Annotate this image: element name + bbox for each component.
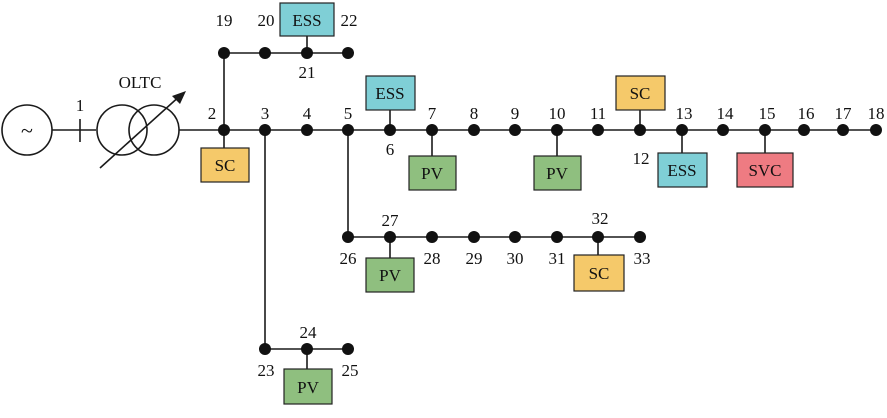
bus-8-node — [468, 124, 480, 136]
bus-21-node — [301, 47, 313, 59]
bus-27-node — [384, 231, 396, 243]
oltc-label: OLTC — [119, 73, 162, 92]
device-pv-bus-7: PV — [408, 155, 457, 191]
bus-label-24: 24 — [300, 323, 318, 342]
bus-label-21: 21 — [299, 63, 316, 82]
bus-29-node — [468, 231, 480, 243]
bus-label-33: 33 — [634, 249, 651, 268]
device-pv-bus-24: PV — [283, 368, 333, 405]
bus-label-31: 31 — [549, 249, 566, 268]
bus-label-3: 3 — [261, 104, 270, 123]
device-sc-bus-12: SC — [615, 75, 666, 111]
bus-10-node — [551, 124, 563, 136]
bus-14-node — [717, 124, 729, 136]
bus-6-node — [384, 124, 396, 136]
bus-label-8: 8 — [470, 104, 479, 123]
svg-text:ESS: ESS — [375, 84, 404, 103]
bus-label-10: 10 — [549, 104, 566, 123]
bus-1-label: 1 — [76, 96, 85, 115]
bus-label-13: 13 — [676, 104, 693, 123]
svg-text:PV: PV — [297, 378, 319, 397]
bus-5-node — [342, 124, 354, 136]
bus-label-22: 22 — [341, 11, 358, 30]
bus-17-node — [837, 124, 849, 136]
device-ess-bus-13: ESS — [657, 152, 708, 188]
bus-labels: 2 3 4 5 6 7 8 9 10 11 12 13 14 15 16 17 … — [208, 11, 885, 380]
bus-nodes — [218, 47, 882, 355]
bus-30-node — [509, 231, 521, 243]
bus-19-node — [218, 47, 230, 59]
bus-16-node — [798, 124, 810, 136]
bus-label-4: 4 — [303, 104, 312, 123]
bus-28-node — [426, 231, 438, 243]
bus-32-node — [592, 231, 604, 243]
bus-4-node — [301, 124, 313, 136]
bus-label-15: 15 — [759, 104, 776, 123]
svg-text:SC: SC — [589, 264, 610, 283]
bus-label-11: 11 — [590, 104, 606, 123]
bus-26-node — [342, 231, 354, 243]
bus-label-17: 17 — [835, 104, 853, 123]
bus-label-28: 28 — [424, 249, 441, 268]
oltc-transformer — [96, 91, 186, 169]
bus-label-20: 20 — [258, 11, 275, 30]
svg-text:SC: SC — [630, 84, 651, 103]
bus-label-32: 32 — [592, 209, 609, 228]
bus-label-23: 23 — [258, 361, 275, 380]
svg-text:PV: PV — [546, 164, 568, 183]
bus-label-18: 18 — [868, 104, 885, 123]
bus-20-node — [259, 47, 271, 59]
bus-9-node — [509, 124, 521, 136]
bus-label-14: 14 — [717, 104, 735, 123]
bus-label-19: 19 — [216, 11, 233, 30]
device-ess-bus-21: ESS — [279, 2, 335, 37]
device-sc-bus-2: SC — [200, 147, 250, 183]
bus-3-node — [259, 124, 271, 136]
bus-7-node — [426, 124, 438, 136]
bus-13-node — [676, 124, 688, 136]
bus-label-30: 30 — [507, 249, 524, 268]
bus-18-node — [870, 124, 882, 136]
bus-label-7: 7 — [428, 104, 437, 123]
bus-12-node — [634, 124, 646, 136]
device-pv-bus-10: PV — [533, 155, 582, 191]
device-svc-bus-15: SVC — [736, 152, 794, 188]
bus-24-node — [301, 343, 313, 355]
bus-label-27: 27 — [382, 211, 400, 230]
svg-text:SC: SC — [215, 156, 236, 175]
bus-label-5: 5 — [344, 104, 353, 123]
bus-25-node — [342, 343, 354, 355]
bus-33-node — [634, 231, 646, 243]
svg-text:PV: PV — [421, 164, 443, 183]
bus-label-9: 9 — [511, 104, 520, 123]
bus-31-node — [551, 231, 563, 243]
bus-label-2: 2 — [208, 104, 217, 123]
bus-label-25: 25 — [342, 361, 359, 380]
svg-text:ESS: ESS — [667, 161, 696, 180]
bus-label-16: 16 — [798, 104, 815, 123]
bus-label-26: 26 — [340, 249, 357, 268]
bus-22-node — [342, 47, 354, 59]
bus-23-node — [259, 343, 271, 355]
bus-11-node — [592, 124, 604, 136]
svg-text:ESS: ESS — [292, 11, 321, 30]
bus-2-node — [218, 124, 230, 136]
svg-text:SVC: SVC — [748, 161, 781, 180]
svg-text:PV: PV — [379, 266, 401, 285]
device-pv-bus-27: PV — [365, 257, 415, 293]
bus-label-29: 29 — [466, 249, 483, 268]
bus-15-node — [759, 124, 771, 136]
device-ess-bus-6: ESS — [365, 75, 416, 111]
device-sc-bus-32: SC — [573, 254, 625, 292]
bus-label-6: 6 — [386, 140, 395, 159]
ac-source-tilde: ~ — [21, 118, 33, 143]
bus-label-12: 12 — [633, 149, 650, 168]
